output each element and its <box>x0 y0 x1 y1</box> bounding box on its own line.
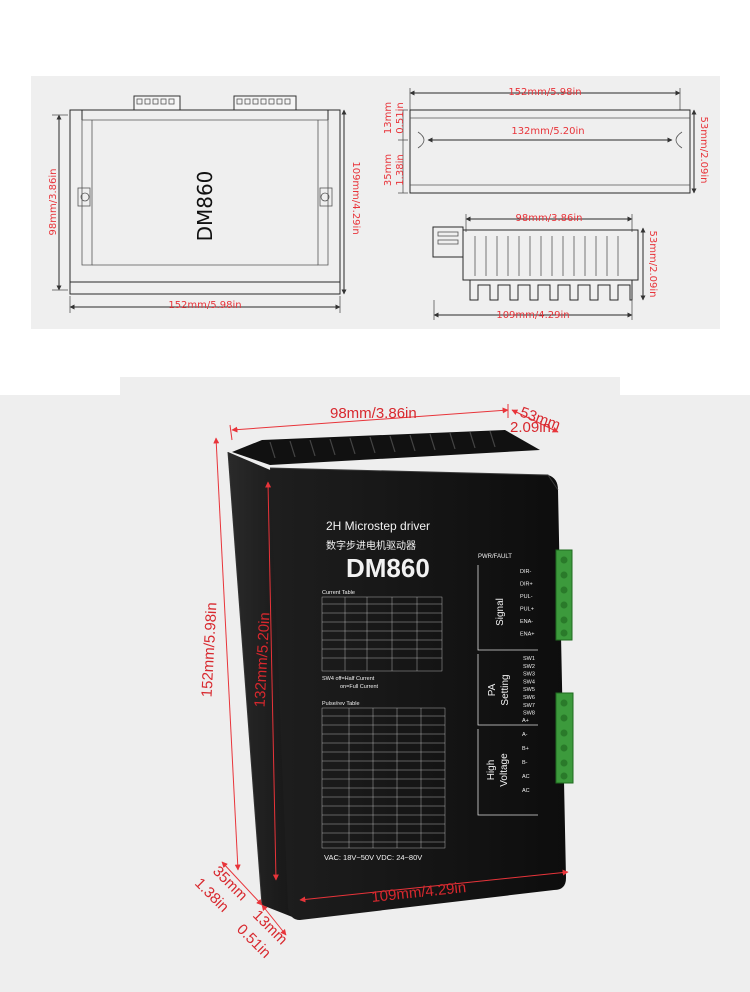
driver-photo: 2H Microstep driver 数字步进电机驱动器 DM860 Curr… <box>227 430 574 920</box>
pa-switch-label: SW2 <box>523 664 535 670</box>
photo-width-label: 98mm/3.86in <box>330 405 417 422</box>
end-height-label: 53mm/2.09in <box>647 231 658 298</box>
pa-switch-label: SW1 <box>523 656 535 662</box>
photo-height-outer-label: 152mm/5.98in <box>199 602 221 698</box>
side-view-drawing: 152mm/5.98in 132mm/5.20in 13mm 0.51in 35… <box>383 87 709 194</box>
driver-title: 2H Microstep driver <box>326 519 430 533</box>
current-table <box>321 596 443 672</box>
pa-switch-label: SW3 <box>523 672 535 678</box>
side-total-length-label: 152mm/5.98in <box>508 87 581 98</box>
pa-section-label-1: PA <box>487 683 498 696</box>
signal-pin-labels: DIR- DIR+ PUL- PUL+ ENA- ENA+ <box>520 569 535 638</box>
power-pin-label: AC <box>522 788 530 794</box>
pulse-table <box>321 707 446 849</box>
side-height-in: 1.38in <box>395 154 406 185</box>
photo-panel-tab <box>120 377 620 399</box>
signal-section-label: Signal <box>495 598 506 626</box>
photo-thick-in: 2.09in <box>510 419 551 436</box>
signal-pin-label: ENA+ <box>520 632 535 638</box>
side-top-offset-in: 0.51in <box>395 102 406 133</box>
power-pin-labels: A+ A- B+ B- AC AC <box>522 718 530 794</box>
voltage-note: VAC: 18V~50V VDC: 24~80V <box>324 853 422 862</box>
front-height-label: 98mm/3.86in <box>48 169 59 236</box>
signal-pin-label: ENA- <box>520 619 533 625</box>
pa-switch-label: SW6 <box>523 695 535 701</box>
end-top-width-label: 98mm/3.86in <box>516 213 583 224</box>
power-pin-label: B- <box>522 760 528 766</box>
front-view-model-label: DM860 <box>193 171 217 242</box>
signal-pin-label: DIR- <box>520 569 531 575</box>
half-current-note-2: on=Full Current <box>340 684 379 690</box>
top-connector-right <box>233 95 297 111</box>
half-current-note-1: SW4 off=Half Current <box>322 676 375 682</box>
pwr-fault-label: PWR/FAULT <box>478 554 512 560</box>
power-pin-label: B+ <box>522 746 529 752</box>
signal-pin-label: DIR+ <box>520 582 533 588</box>
side-height-mm: 35mm <box>383 154 394 186</box>
front-view-drawing: DM860 98mm/3.86in 109mm/4.29in 152mm/5.9… <box>48 95 361 313</box>
hv-section-label-2: Voltage <box>499 753 510 787</box>
driver-subtitle: 数字步进电机驱动器 <box>326 539 416 552</box>
signal-pin-label: PUL- <box>520 594 533 600</box>
photo-height-inner-label: 132mm/5.20in <box>252 612 274 708</box>
side-right-height-label: 53mm/2.09in <box>698 117 709 184</box>
pa-switch-label: SW4 <box>523 679 535 685</box>
front-width-label: 152mm/5.98in <box>168 300 241 311</box>
signal-terminal-block <box>555 549 573 641</box>
pa-section-label-2: Setting <box>500 674 511 705</box>
power-terminal-block <box>555 692 574 784</box>
power-pin-label: A- <box>522 732 528 738</box>
pa-switch-label: SW5 <box>523 687 535 693</box>
hv-section-label-1: High <box>486 760 497 781</box>
current-table-title: Current Table <box>322 590 355 596</box>
pa-switch-label: SW7 <box>523 703 535 709</box>
end-view-drawing: 98mm/3.86in 109mm/4.29in 53mm/2.09in <box>432 213 658 321</box>
power-pin-label: A+ <box>522 718 529 724</box>
front-depth-label: 109mm/4.29in <box>350 161 361 234</box>
top-connector-left <box>133 95 181 111</box>
power-pin-label: AC <box>522 774 530 780</box>
pulse-table-title: Pulse/rev Table <box>322 701 360 707</box>
driver-model: DM860 <box>346 553 430 583</box>
side-hole-spacing-label: 132mm/5.20in <box>511 126 584 137</box>
side-top-offset-mm: 13mm <box>383 102 394 134</box>
pa-switch-label: SW8 <box>523 711 535 717</box>
end-bottom-width-label: 109mm/4.29in <box>496 310 569 321</box>
signal-pin-label: PUL+ <box>520 607 534 613</box>
